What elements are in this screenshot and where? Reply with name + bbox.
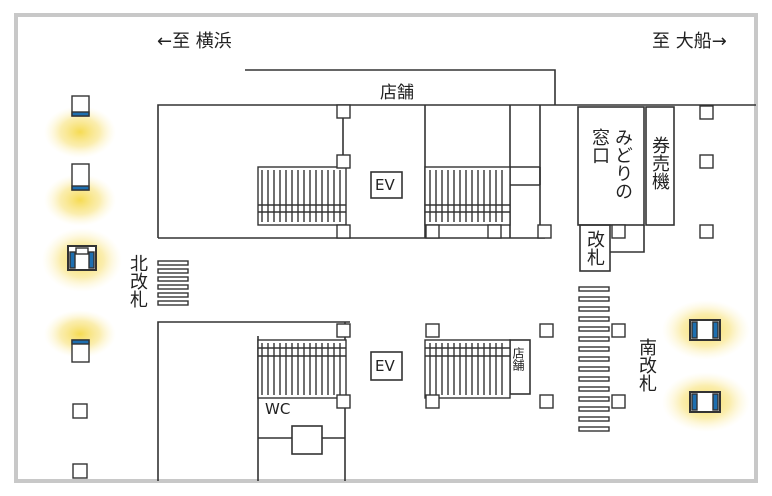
pillars bbox=[72, 104, 714, 479]
map-frame bbox=[14, 13, 758, 483]
ev-lower-label: EV bbox=[375, 357, 395, 375]
midori-label-col1: みどりの bbox=[612, 128, 633, 200]
south-gate-lanes bbox=[578, 286, 610, 432]
direction-to-yokohama: ←至 横浜 bbox=[157, 31, 232, 52]
elevator-lower bbox=[370, 351, 403, 381]
north-gate-lanes bbox=[157, 260, 189, 306]
elevator-upper bbox=[370, 171, 403, 199]
wc-fixture bbox=[291, 425, 323, 455]
ticket-machines-label: 券売機 bbox=[649, 136, 670, 190]
ev-upper-label: EV bbox=[375, 176, 395, 194]
south-gate-label: 南改札 bbox=[636, 338, 657, 392]
escalator-upper-left bbox=[257, 166, 347, 226]
wc-label: WC bbox=[265, 400, 291, 418]
shop-strip-top bbox=[245, 69, 556, 105]
midori-label-col2: 窓口 bbox=[589, 128, 610, 164]
escalator-lower-left bbox=[257, 339, 347, 399]
platform-markers bbox=[67, 95, 721, 413]
north-gate-label: 北改札 bbox=[127, 254, 148, 308]
escalator-lower-right bbox=[424, 339, 511, 399]
shops-small-label: 店舗 bbox=[511, 347, 525, 371]
direction-to-ofuna: 至 大船→ bbox=[652, 31, 727, 52]
escalator-upper-right bbox=[424, 166, 511, 226]
gate-small-label: 改札 bbox=[584, 230, 605, 266]
shops-top-label: 店舗 bbox=[380, 83, 414, 103]
ticket-office bbox=[577, 106, 675, 272]
